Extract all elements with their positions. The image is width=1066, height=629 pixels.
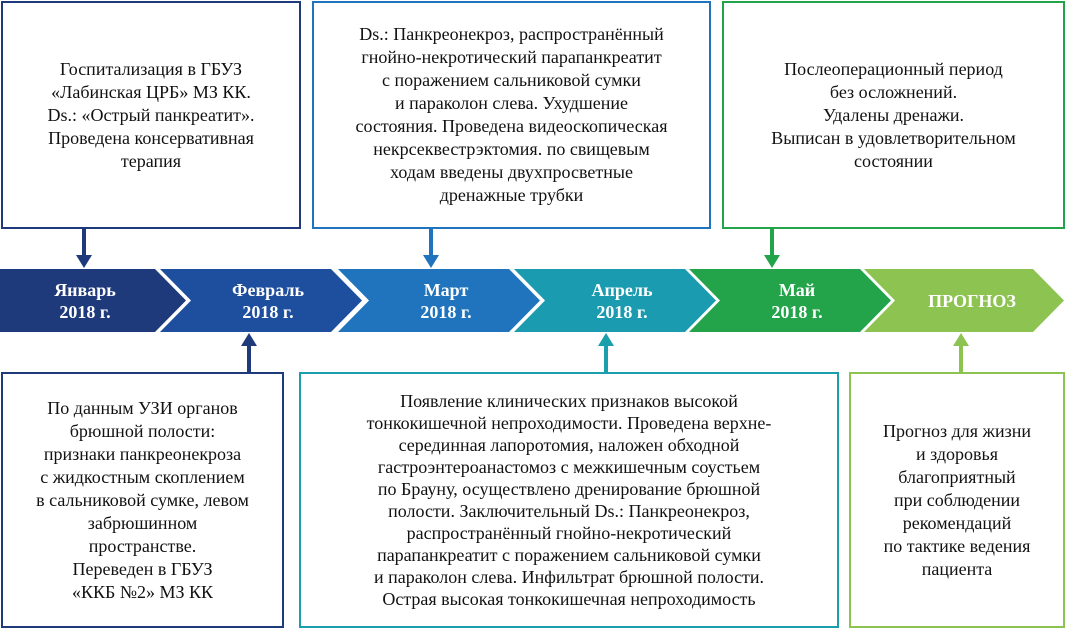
- timeline-year-label: 2018 г.: [596, 301, 648, 322]
- event-text-line: при соблюдении: [893, 489, 1021, 510]
- timeline-step-may: Май 2018 г.: [689, 269, 891, 332]
- event-text-line: серединная лапоротомия, наложен обходной: [398, 435, 740, 455]
- event-text-line: Ds.: Панкреонекроз, распространённый: [359, 24, 664, 44]
- event-text-line: Выписан в удовлетворительном: [771, 127, 1016, 148]
- event-text-line: дренажные трубки: [439, 185, 584, 205]
- event-text-line: и здоровья: [915, 443, 999, 464]
- event-text-line: некрсеквестрэктомия. по свищевым: [373, 139, 650, 159]
- event-box-prognosis: Прогноз для жизни и здоровья благоприятн…: [849, 372, 1065, 628]
- chevron-shape: [338, 269, 540, 332]
- event-text-line: гастроэнтероанастомоз с межкишечным соус…: [377, 457, 761, 477]
- event-text-line: тонкокишечной непроходимости. Проведена …: [366, 413, 772, 433]
- timeline-month-label: Февраль: [232, 279, 304, 300]
- event-box-may: Послеоперационный период без осложнений.…: [722, 1, 1065, 229]
- chevron-shape: [514, 269, 716, 332]
- timeline-year-label: 2018 г.: [59, 301, 111, 322]
- event-text-line: Ds.: «Острый панкреатит».: [47, 104, 255, 125]
- event-box-january: Госпитализация в ГБУЗ «Лабинская ЦРБ» МЗ…: [1, 1, 301, 229]
- event-text-line: по тактике ведения: [883, 535, 1031, 556]
- event-text-line: брюшной полости:: [69, 420, 216, 441]
- event-text-line: по Брауну, осуществлено дренирование брю…: [377, 479, 761, 499]
- event-text-line: Послеоперационный период: [784, 58, 1003, 79]
- arrow-up-prognosis: [953, 333, 969, 372]
- timeline-year-label: 2018 г.: [771, 301, 823, 322]
- chevron-shape: [689, 269, 891, 332]
- arrow-down-march: [423, 229, 439, 268]
- event-text-line: с поражением сальниковой сумки: [382, 70, 641, 90]
- timeline-month-label: Апрель: [591, 279, 653, 300]
- timeline-step-january: Январь 2018 г.: [0, 269, 186, 332]
- event-box-april: Появление клинических признаков высокой …: [299, 372, 839, 628]
- event-box-march: Ds.: Панкреонекроз, распространённый гно…: [312, 1, 711, 229]
- timeline-year-label: 2018 г.: [242, 301, 294, 322]
- arrow-up-february: [241, 333, 257, 372]
- event-text-line: ходам введены двухпросветные: [390, 162, 633, 182]
- event-text-line: признаки панкреонекроза: [43, 443, 242, 464]
- event-text-line: парапанкреатит с поражением сальниковой …: [377, 545, 761, 565]
- event-text-line: рекомендаций: [902, 512, 1012, 533]
- arrow-up-april: [598, 333, 614, 372]
- event-text-line: гнойно-некротический парапанкреатит: [361, 47, 662, 67]
- event-text-line: Проведена консервативная: [48, 127, 254, 148]
- chevron-shape: [160, 269, 362, 332]
- event-text-line: состоянии: [854, 150, 933, 171]
- event-text-line: «ККБ №2» МЗ КК: [71, 581, 214, 602]
- event-text-line: Появление клинических признаков высокой: [400, 391, 738, 411]
- event-text-line: полости. Заключительный Ds.: Панкреонекр…: [388, 501, 750, 521]
- event-text-line: благоприятный: [898, 466, 1016, 487]
- event-text-line: пациента: [921, 558, 993, 579]
- event-text-line: Удалены дренажи.: [822, 104, 965, 125]
- event-text-line: Госпитализация в ГБУЗ: [59, 58, 243, 79]
- timeline-month-label: Май: [778, 279, 816, 300]
- timeline-step-march: Март 2018 г.: [338, 269, 540, 332]
- event-text-line: По данным УЗИ органов: [47, 397, 238, 418]
- arrow-down-january: [76, 229, 92, 268]
- timeline-year-label: 2018 г.: [420, 301, 472, 322]
- chevron-shape: [0, 269, 186, 332]
- event-text-line: Прогноз для жизни: [883, 420, 1031, 441]
- timeline-month-label: Январь: [54, 279, 116, 300]
- event-text-line: распространённый гнойно-некротический: [406, 523, 732, 543]
- timeline-step-prognosis: ПРОГНОЗ: [864, 269, 1064, 332]
- event-text-line: с жидкостным скоплением: [40, 466, 245, 487]
- event-text-line: пространстве.: [88, 535, 197, 556]
- timeline-step-april: Апрель 2018 г.: [514, 269, 716, 332]
- timeline-prognosis-label: ПРОГНОЗ: [928, 290, 1016, 311]
- event-text-line: состояния. Проведена видеоскопическая: [355, 116, 668, 136]
- event-box-february: По данным УЗИ органов брюшной полости: п…: [1, 372, 284, 628]
- chevron-shape: [864, 269, 1064, 332]
- event-text-line: Переведен в ГБУЗ: [72, 558, 213, 579]
- timeline-step-february: Февраль 2018 г.: [160, 269, 362, 332]
- arrow-down-may: [764, 229, 780, 268]
- event-text-line: в сальниковой сумке, левом: [36, 489, 249, 510]
- event-text-line: забрюшинном: [87, 512, 198, 533]
- event-text-line: без осложнений.: [829, 81, 958, 102]
- event-text-line: и параколон слева. Инфильтрат брюшной по…: [373, 567, 765, 587]
- event-text-line: «Лабинская ЦРБ» МЗ КК.: [51, 81, 251, 102]
- event-text-line: Острая высокая тонкокишечная непроходимо…: [382, 589, 756, 609]
- event-text-line: терапия: [120, 150, 182, 171]
- timeline-month-label: Март: [423, 279, 469, 300]
- event-text-line: и параколон слева. Ухудшение: [394, 93, 629, 113]
